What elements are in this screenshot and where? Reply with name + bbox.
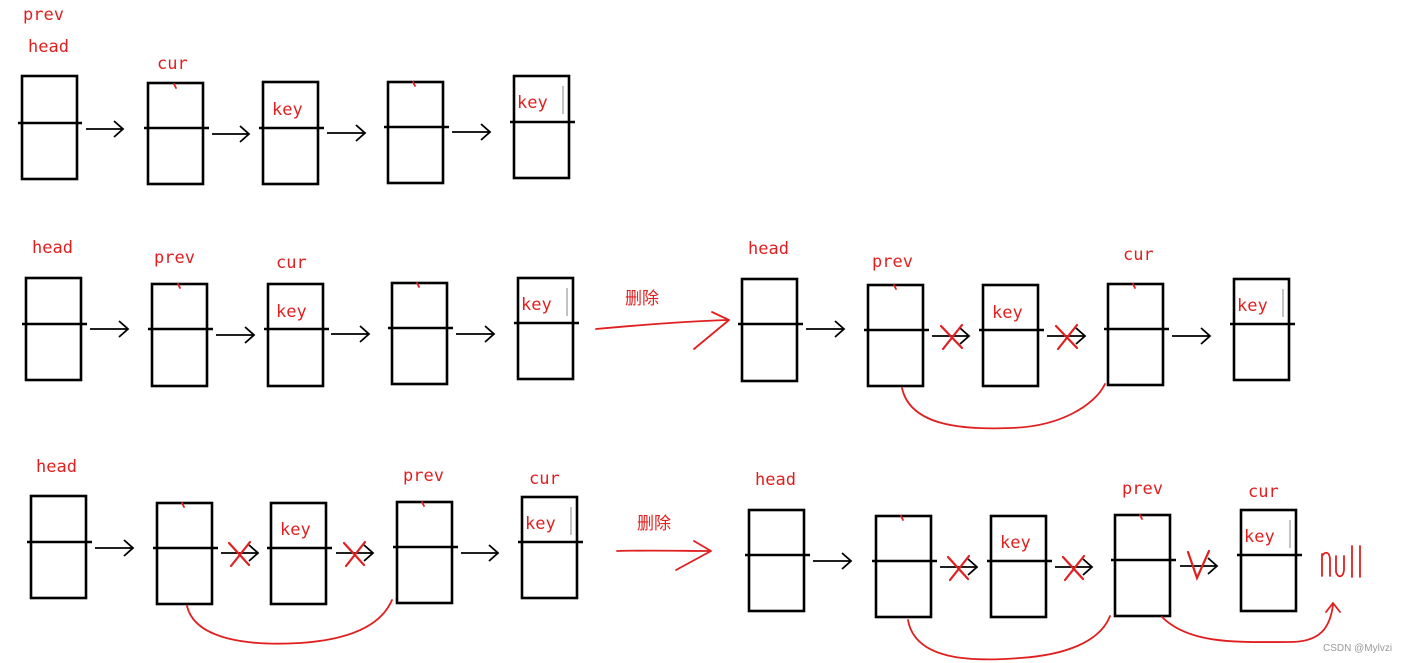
row3-delete-arrow (616, 540, 712, 571)
row3-node-5-cur-key: key (518, 495, 583, 600)
row3r-cross-2 (1061, 554, 1086, 582)
row2r-head-label: head (748, 239, 789, 259)
watermark: CSDN @Mylvzi (1323, 643, 1392, 654)
row2-node-3-cur-key: key (264, 282, 329, 388)
row1-key-label: key (272, 100, 303, 120)
row3r-node-4-prev (1111, 513, 1176, 618)
row2r-node-5-key: key (1230, 277, 1295, 382)
row2r-node-3-key: key (979, 283, 1044, 388)
row2-arrow-1 (90, 320, 130, 338)
row2-key2-label: key (521, 295, 552, 315)
row3-key2-label: key (525, 514, 556, 534)
row2-arrow-3 (331, 325, 371, 343)
row3r-key2-label: key (1244, 527, 1275, 547)
row3r-node-1 (745, 508, 810, 613)
row1-key2-label: key (517, 93, 548, 113)
row3-node-1 (27, 494, 92, 600)
row2r-key2-label: key (1237, 296, 1268, 316)
row3r-relink-curve-1 (907, 615, 1111, 661)
row1-node-3-key: key (259, 80, 324, 186)
row2r-cur-label: cur (1123, 245, 1154, 265)
row2r-node-4-cur (1104, 282, 1169, 387)
row-3-after: head prev cur key key (745, 470, 1361, 661)
row3r-head-label: head (755, 470, 796, 490)
row3r-cross-3 (1186, 549, 1211, 581)
row1-arrow-4 (452, 123, 492, 141)
row1-arrow-2 (212, 125, 251, 143)
row3-cross-1 (227, 540, 252, 568)
row2-arrow-4 (456, 325, 496, 343)
row2-delete-transition: 删除 (595, 289, 730, 350)
row2r-relink-curve (901, 383, 1106, 430)
row3r-relink-curve-2 (1161, 602, 1341, 643)
row3-relink-curve (186, 599, 393, 645)
row2r-cross-1 (939, 323, 964, 351)
row3r-arrow-1 (813, 552, 853, 570)
row2-key-label: key (276, 302, 307, 322)
row3-cross-2 (342, 540, 367, 568)
row-2-after: head prev cur key key (738, 239, 1295, 430)
row1-arrow-3 (327, 124, 367, 142)
row2r-arrow-1 (806, 320, 846, 338)
row2-node-4 (388, 281, 453, 386)
row3r-key-label: key (1000, 533, 1031, 553)
row2r-key-label: key (992, 303, 1023, 323)
row3-head-label: head (36, 457, 77, 477)
row-1: prev head cur key key (18, 5, 575, 186)
row2-cur-label: cur (276, 253, 307, 273)
row3-delete-label: 删除 (637, 514, 671, 534)
row3-key-label: key (280, 520, 311, 540)
row3-prev-label: prev (403, 466, 444, 486)
row3-delete-transition: 删除 (616, 514, 712, 571)
row2-prev-label: prev (154, 248, 195, 268)
row1-head-label: head (28, 37, 69, 57)
row3-node-4-prev (393, 500, 458, 605)
row1-node-5-key: key (510, 74, 575, 180)
row1-node-2 (144, 81, 209, 186)
row3r-null-handwritten: null (1321, 545, 1361, 578)
row2r-cross-2 (1054, 323, 1079, 351)
row3-arrow-1 (95, 539, 135, 557)
row2-delete-label: 删除 (625, 289, 659, 309)
row1-arrow-1 (86, 120, 125, 138)
row-2-before: head prev cur key key (22, 238, 579, 388)
row1-node-4 (384, 80, 449, 185)
row3-node-3-key: key (267, 501, 332, 606)
row3r-node-3-key: key (987, 514, 1052, 619)
row1-prev-label: prev (23, 5, 64, 25)
row2r-arrow-4 (1172, 327, 1212, 345)
row2r-node-2-prev (864, 283, 929, 388)
row2-node-2-prev (148, 282, 213, 388)
row2-arrow-2 (216, 326, 256, 344)
row3r-cur-label: cur (1248, 482, 1279, 502)
row1-cur-label: cur (157, 54, 188, 74)
row3r-arrow-4 (1180, 557, 1219, 575)
row1-node-1 (18, 74, 82, 181)
row2-head-label: head (32, 238, 73, 258)
row3r-cross-1 (946, 554, 971, 582)
row3r-node-5-cur-key: key (1237, 508, 1302, 613)
row-3-before: head prev cur key key (27, 457, 583, 645)
row3-node-2 (153, 501, 218, 606)
row3r-prev-label: prev (1122, 479, 1163, 499)
row2-node-5-key: key (514, 276, 579, 381)
row2-delete-arrow (595, 311, 730, 350)
row2r-node-1 (738, 277, 803, 383)
row3r-node-2 (872, 514, 937, 619)
row3-cur-label: cur (529, 469, 560, 489)
row2-node-1 (22, 276, 87, 382)
row3-arrow-4 (461, 544, 500, 562)
row2r-prev-label: prev (872, 252, 913, 272)
